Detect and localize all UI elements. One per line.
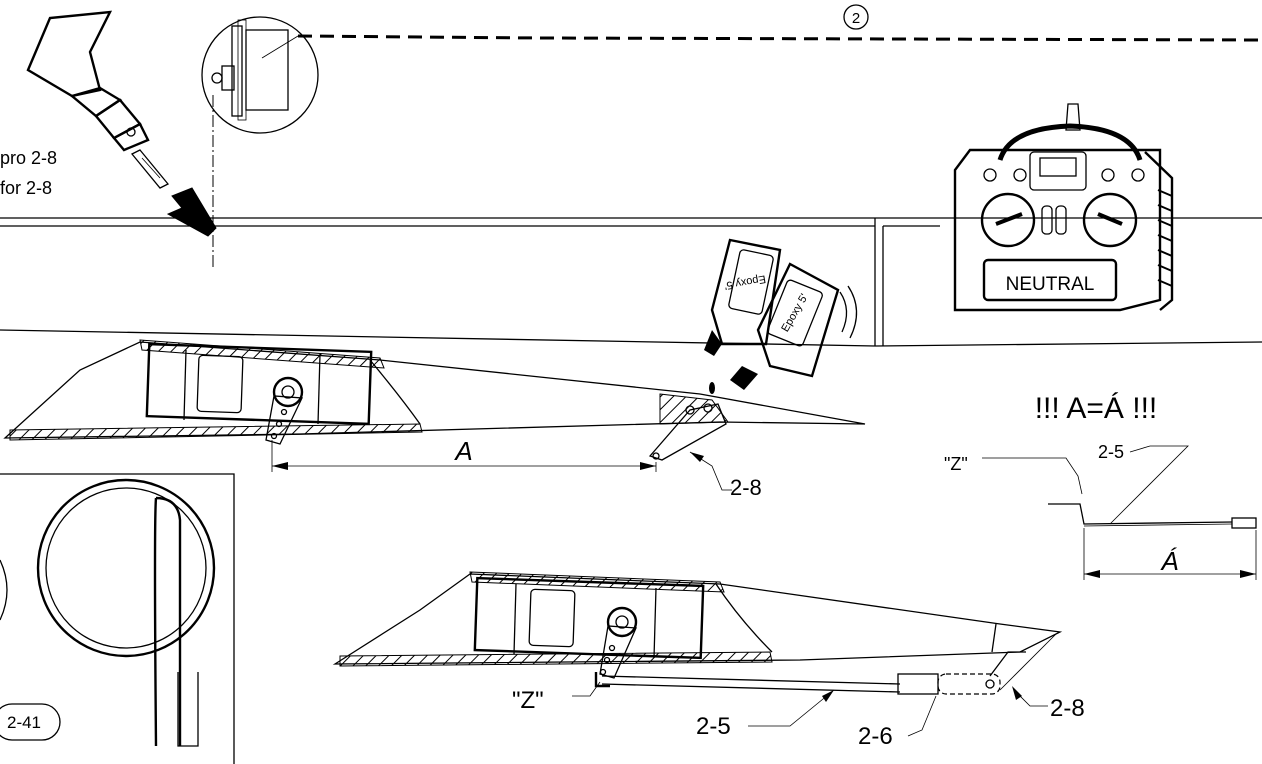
dim-a-prime-label: Á xyxy=(1159,546,1178,576)
drill-note-line-1: pro 2-8 xyxy=(0,148,57,168)
drill-icon xyxy=(26,10,170,189)
dimension-a: A xyxy=(271,436,657,472)
pushrod-assembly xyxy=(594,651,1026,695)
part-2-8-top-label: 2-8 xyxy=(730,475,762,500)
epoxy-label-1: Epoxy 5' xyxy=(723,272,766,291)
part-2-6-label: 2-6 xyxy=(858,723,893,750)
part-2-5-bottom-label: 2-5 xyxy=(696,713,731,740)
step-marker: 2 xyxy=(843,4,869,30)
hinge-detail-box: 2-41 xyxy=(0,473,235,764)
step-number: 2 xyxy=(852,10,860,27)
dim-a-label: A xyxy=(453,436,472,466)
part-2-41-label: 2-41 xyxy=(7,713,41,732)
wing-section-bottom xyxy=(332,571,1063,691)
bottom-callouts: "Z" 2-5 2-6 2-8 xyxy=(512,681,1085,750)
epoxy-bottle-left-icon: Epoxy 5' xyxy=(704,238,782,356)
dashed-connector-line xyxy=(297,34,1262,42)
drill-arrow xyxy=(166,187,217,237)
wing-section-top xyxy=(3,339,866,461)
radio-transmitter-icon: NEUTRAL xyxy=(953,103,1174,312)
pushrod-detail: "Z" 2-5 Á xyxy=(944,442,1257,580)
z-bottom-label: "Z" xyxy=(512,687,544,714)
part-2-8-bottom-label: 2-8 xyxy=(1050,695,1085,722)
neutral-label: NEUTRAL xyxy=(1006,274,1095,295)
callout-2-8-top: 2-8 xyxy=(689,451,762,500)
detail-circle-hinge xyxy=(201,16,319,134)
z-detail-label: "Z" xyxy=(944,454,968,474)
drill-note-line-2: for 2-8 xyxy=(0,178,52,198)
a-equals-note: !!! A=Á !!! xyxy=(1035,392,1158,425)
part-2-5-detail-label: 2-5 xyxy=(1098,442,1124,462)
epoxy-label-2: Epoxy 5' xyxy=(779,292,810,334)
